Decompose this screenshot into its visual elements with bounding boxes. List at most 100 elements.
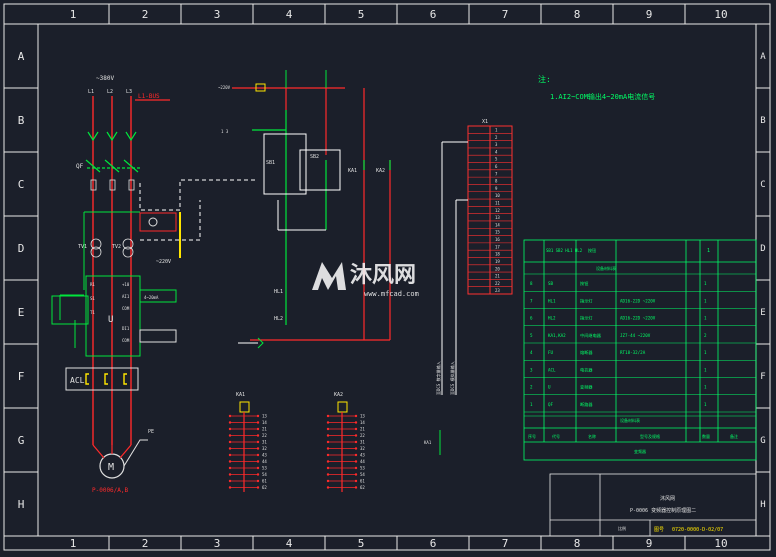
bom-cell: 3 (530, 367, 533, 372)
relay-block-right-tag: KA2 (334, 392, 343, 398)
row-e-right: E (760, 308, 765, 318)
bom-cell: HL1 (548, 298, 556, 303)
title-drawing-name: P-0006 变频器控制原理图二 (630, 507, 696, 514)
relay-contact-label: 21 (262, 427, 267, 432)
drive-label: U (108, 315, 113, 325)
col-5: 5 (358, 8, 365, 21)
relay-contact-label: 22 (262, 433, 267, 438)
relay-contact-label: 32 (262, 446, 267, 451)
title-company: 沐风网 (660, 495, 675, 502)
terminal-label: 3 (495, 142, 498, 147)
bom-cell: KA1,KA2 (548, 333, 566, 338)
relay-contact-label: 44 (360, 459, 365, 464)
outer-frame (3, 3, 771, 551)
terminal-label: 16 (495, 237, 500, 242)
title-block (549, 473, 757, 537)
bom-cell: AD16-22D ~220V (620, 298, 656, 303)
contact-sb2-label: SB2 (310, 154, 319, 160)
cable-tag: L1-BUS (138, 93, 160, 100)
bom-cell: 2 (530, 385, 533, 390)
col-8: 8 (574, 8, 581, 21)
reactor-label: ACL (70, 376, 85, 385)
row-g-right: G (760, 436, 765, 446)
relay-contact-label: 14 (262, 420, 267, 425)
terminal-label: 6 (495, 164, 498, 169)
bom-cell: 1 (704, 402, 707, 407)
pe-label: PE (148, 429, 154, 435)
row-labels-left: A B C D E F G H (18, 50, 25, 511)
title-scale-label: 比例 (618, 525, 626, 531)
row-b: B (18, 114, 25, 127)
col-2: 2 (142, 8, 149, 21)
col-4: 4 (286, 8, 293, 21)
bom-cell: 2 (704, 333, 707, 338)
lamp-hl2-label: HL2 (274, 316, 283, 322)
terminal-label: 11 (495, 201, 500, 206)
relay-block-left-tag: KA1 (236, 392, 245, 398)
col-8-bottom: 8 (574, 537, 581, 550)
bom-h-spec: 型号及规格 (640, 433, 660, 439)
svg-text:AI1: AI1 (122, 294, 130, 299)
bom-cell: 1 (704, 350, 707, 355)
col-10: 10 (714, 8, 727, 21)
svg-text:+10: +10 (122, 282, 130, 287)
relay-contact-label: 22 (360, 433, 365, 438)
col-6: 6 (430, 8, 437, 21)
row-labels-right: A B C D E F G H (760, 52, 766, 510)
row-h-right: H (760, 500, 765, 510)
phase-l1-label: L1 (88, 89, 94, 95)
row-dividers (4, 87, 770, 473)
row-a: A (18, 50, 25, 63)
col-9-bottom: 9 (646, 537, 653, 550)
bom-cell: 1 (704, 281, 707, 286)
bom-cell: 6 (530, 316, 533, 321)
tv2-label: TV2 (112, 244, 121, 250)
relay-contact-label: 62 (262, 485, 267, 490)
title-sheet-label: 图号 (654, 527, 664, 533)
contact-sb1-label: SB1 (266, 160, 275, 166)
bom-top-qty: 1 (707, 248, 710, 254)
terminal-tag-1: 至DCS 数字量输入 (435, 361, 441, 395)
bom-cell: ACL (548, 367, 556, 372)
terminal-label: 22 (495, 281, 500, 286)
bom-cell: FU (548, 350, 554, 355)
relay-contact-label: 53 (262, 466, 267, 471)
bom-cell: 1 (530, 402, 533, 407)
relay-contact-label: 43 (262, 453, 267, 458)
terminal-label: 14 (495, 222, 500, 227)
reactor-acl-box (65, 367, 139, 391)
relay-contact-label: 54 (262, 472, 267, 477)
row-d: D (18, 242, 25, 255)
control-fuse (255, 83, 266, 92)
bom-cell: 按钮 (580, 280, 588, 287)
relay-contact-label: 43 (360, 453, 365, 458)
bom-cell: 中间继电器 (580, 332, 602, 339)
bom-cell: 1 (704, 298, 707, 303)
svg-text:S1: S1 (90, 296, 95, 301)
breaker-label: QF (76, 163, 84, 170)
col-3: 3 (214, 8, 221, 21)
bom-cell: 8 (530, 281, 533, 286)
bom-h-name: 名称 (588, 433, 596, 439)
col-3-bottom: 3 (214, 537, 221, 550)
col-6-bottom: 6 (430, 537, 437, 550)
col-7-bottom: 7 (502, 537, 509, 550)
relay-contact-label: 31 (360, 440, 365, 445)
col-7: 7 (502, 8, 509, 21)
bom-cell: 指示灯 (580, 297, 593, 304)
row-b-right: B (760, 116, 765, 126)
tv1-label: TV1 (78, 244, 87, 250)
bom-top-code: SB1 SB2 HL1 HL2 (546, 248, 583, 253)
svg-text:COM: COM (122, 338, 130, 343)
column-labels-top: 1 2 3 4 5 6 7 8 9 10 (70, 8, 728, 21)
relay-contact-label: 61 (360, 479, 365, 484)
svg-text:T1: T1 (90, 310, 95, 315)
col-5-bottom: 5 (358, 537, 365, 550)
terminal-label: 15 (495, 230, 500, 235)
column-dividers-top (108, 4, 686, 550)
watermark-url: www.mfcad.com (364, 290, 419, 298)
bom-cell: 变频器 (580, 384, 593, 391)
fuse-block (139, 212, 177, 232)
bom-cell: U (548, 385, 551, 390)
bom-h-code: 代号 (552, 433, 560, 439)
